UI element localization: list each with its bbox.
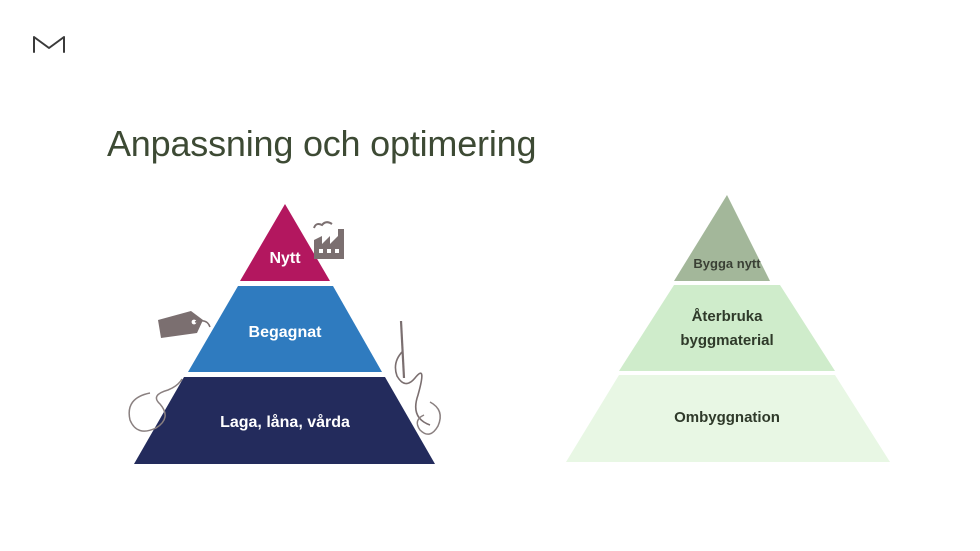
right-level-bottom <box>566 375 890 462</box>
needle-thread-icon <box>394 320 431 426</box>
brand-logo-icon <box>33 36 65 53</box>
left-level-bottom-label: Laga, låna, vårda <box>220 413 350 431</box>
right-level-bottom-label: Ombyggnation <box>674 409 780 426</box>
left-level-top <box>240 204 330 281</box>
right-level-middle <box>619 285 835 371</box>
right-pyramid: Bygga nytt Återbruka byggmaterial Ombygg… <box>566 195 890 462</box>
left-level-bottom <box>134 377 435 464</box>
right-level-middle-label-line1: Återbruka <box>692 308 764 325</box>
right-level-top <box>674 195 770 281</box>
yarn-icon <box>128 378 441 435</box>
left-level-top-label: Nytt <box>269 250 301 267</box>
left-level-middle-label: Begagnat <box>249 324 323 341</box>
left-pyramid: Nytt Begagnat Laga, låna, vårda <box>134 204 435 464</box>
right-level-middle-label-line2: byggmaterial <box>680 332 773 349</box>
factory-icon <box>313 221 344 259</box>
price-tag-icon <box>158 311 211 338</box>
page-title: Anpassning och optimering <box>107 123 537 164</box>
left-level-middle <box>188 286 382 372</box>
right-level-top-label: Bygga nytt <box>693 256 761 271</box>
